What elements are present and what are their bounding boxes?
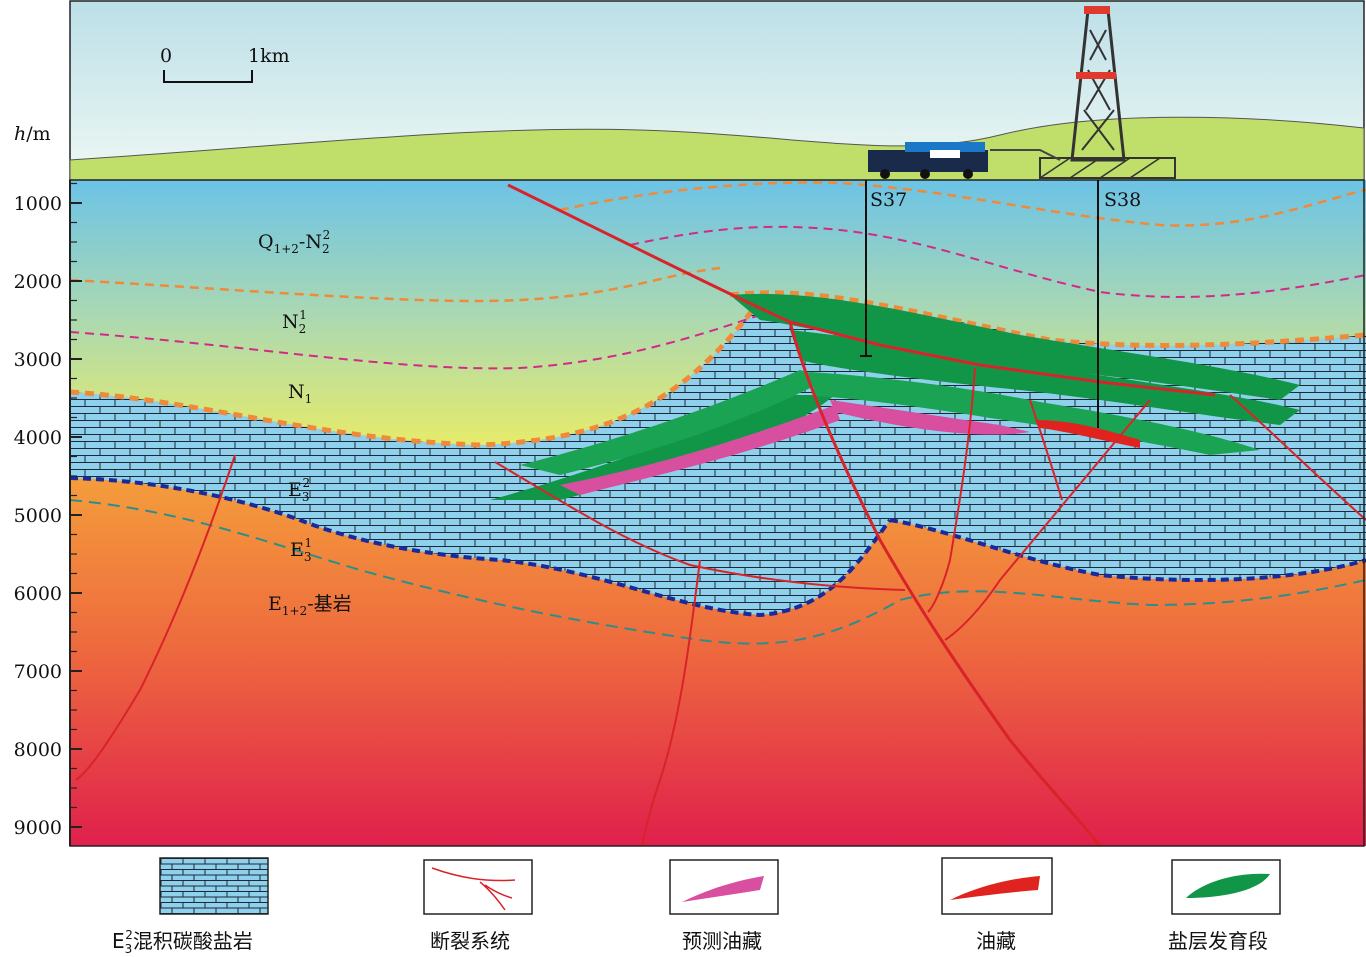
oil-reservoir: [1035, 420, 1140, 448]
legend: E32混积碳酸盐岩 断裂系统 预测油藏 油藏 盐层发育段: [112, 857, 1281, 956]
legend-oil: 油藏: [941, 857, 1053, 953]
well-s37: S37: [860, 180, 907, 357]
tick-label: 2000: [14, 271, 62, 293]
tick-label: 4000: [14, 427, 62, 449]
stratum-e32-label: E32: [288, 476, 310, 504]
predicted-oil-zone: [560, 405, 840, 495]
truck-icon: [868, 142, 988, 179]
upper-strata: [70, 180, 1366, 445]
legend-salt: 盐层发育段: [1168, 859, 1281, 953]
tick-label: 6000: [14, 583, 62, 605]
fault-system: [75, 183, 1366, 846]
scale-end: 1km: [248, 45, 290, 67]
legend-predicted-label: 预测油藏: [682, 929, 762, 953]
stratum-q-label: Q1+2-N22: [258, 228, 330, 256]
legend-faults: 断裂系统: [423, 859, 533, 953]
scale-zero: 0: [160, 45, 172, 67]
tick-label: 5000: [14, 505, 62, 527]
well-s38: S38: [1097, 180, 1141, 428]
stratum-n2-label: N21: [282, 308, 307, 336]
stratum-e31-label: E31: [290, 536, 312, 564]
depth-axis: h/m 1000 2000 3000 4000 5000 6000 7000 8000 9000: [14, 123, 82, 846]
legend-oil-label: 油藏: [976, 929, 1016, 953]
well-s38-label: S38: [1104, 189, 1141, 211]
tick-label: 9000: [14, 817, 62, 839]
tick-label: 8000: [14, 739, 62, 761]
stratum-n1-label: N1: [288, 381, 312, 406]
legend-carbonate: E32混积碳酸盐岩: [112, 857, 269, 956]
legend-carbonate-label: E32混积碳酸盐岩: [112, 928, 253, 953]
drilling-rig: [990, 6, 1176, 179]
tick-label: 3000: [14, 349, 62, 371]
legend-salt-label: 盐层发育段: [1168, 929, 1268, 953]
tick-label: 1000: [14, 193, 62, 215]
legend-predicted: 预测油藏: [669, 859, 779, 953]
tick-label: 7000: [14, 661, 62, 683]
section-body: [70, 180, 1366, 846]
well-s37-label: S37: [870, 189, 907, 211]
legend-faults-label: 断裂系统: [430, 929, 510, 953]
stratum-e12-label: E1+2-基岩: [268, 593, 352, 618]
scale-bar: 0 1km: [160, 45, 290, 83]
axis-label: h/m: [14, 123, 51, 145]
axis-ticks: 1000 2000 3000 4000 5000 6000 7000 8000 9000: [14, 182, 82, 839]
predicted-oil-zone-2: [830, 400, 1030, 435]
